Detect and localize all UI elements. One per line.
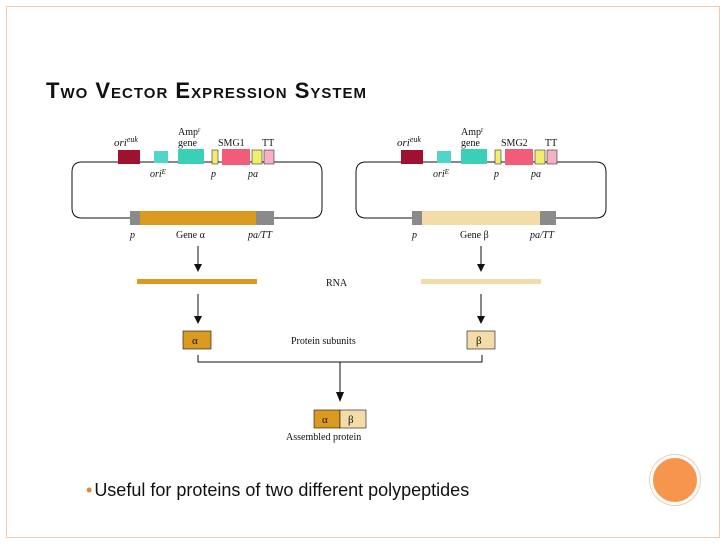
left-tt-cap — [256, 211, 274, 225]
right-tt-box — [546, 149, 558, 165]
left-p-box — [211, 149, 219, 165]
right-gene-beta-label: Gene β — [460, 230, 489, 241]
bullet-point: •Useful for proteins of two different po… — [86, 480, 469, 501]
right-smg-box — [505, 149, 533, 165]
right-gene-label: gene — [461, 138, 480, 149]
right-promoter-cap — [412, 211, 422, 225]
left-ori-e-label: oriE — [150, 168, 167, 180]
assembled-alpha-label: α — [322, 414, 328, 426]
left-gene-alpha-label: Gene α — [176, 230, 206, 241]
left-ori-euk-label: orieuk — [114, 135, 138, 149]
slide-frame — [6, 6, 720, 538]
right-beta-label: β — [476, 335, 482, 347]
left-gene-label: gene — [178, 138, 197, 149]
right-ori-e-label: oriE — [433, 168, 450, 180]
left-promoter-cap — [130, 211, 140, 225]
left-pa-label: pa — [247, 169, 258, 180]
left-ori-e-box — [154, 151, 168, 163]
left-rna-bar — [137, 279, 257, 284]
left-smg-label: SMG1 — [218, 138, 245, 149]
right-amp-box — [461, 149, 487, 164]
assembled-beta-label: β — [348, 414, 354, 426]
rna-label: RNA — [326, 278, 348, 289]
right-vector: orieuk Ampr gene SMG2 TT oriE p pa p Gen… — [355, 126, 607, 350]
left-pa-box — [251, 149, 263, 165]
left-alpha-label: α — [192, 335, 198, 347]
left-ori-euk-box — [118, 150, 140, 164]
left-p-label: p — [210, 169, 216, 180]
left-vector: orieuk Ampr gene SMG1 TT oriE p pa p Gen… — [71, 126, 323, 350]
assembly-connector — [197, 355, 483, 394]
assembled-protein-label: Assembled protein — [286, 432, 361, 443]
right-lower-p-label: p — [411, 230, 417, 241]
right-lower-pa-label: pa/TT — [529, 230, 555, 241]
right-p-label: p — [493, 169, 499, 180]
right-smg-label: SMG2 — [501, 138, 528, 149]
left-alpha-subunit — [182, 330, 212, 350]
right-tt-cap — [540, 211, 556, 225]
right-amp-label: Ampr — [461, 126, 484, 138]
right-pa-label: pa — [530, 169, 541, 180]
right-tt-label: TT — [545, 138, 557, 149]
protein-subunits-label: Protein subunits — [291, 336, 356, 347]
orange-circle-decoration — [650, 455, 700, 505]
assembled-beta-box — [339, 409, 367, 429]
left-smg-box — [222, 149, 250, 165]
slide-title: Two Vector Expression System — [46, 78, 368, 103]
left-tt-box — [263, 149, 275, 165]
bullet-text: Useful for proteins of two different pol… — [94, 480, 470, 500]
left-gene-alpha-bar — [140, 211, 256, 225]
right-plasmid-loop — [355, 161, 607, 219]
right-p-box — [494, 149, 502, 165]
right-ori-euk-box — [401, 150, 423, 164]
right-ori-euk-label: orieuk — [397, 135, 421, 149]
right-ori-e-box — [437, 151, 451, 163]
left-amp-label: Ampr — [178, 126, 201, 138]
assembly-arrowhead — [336, 392, 344, 402]
left-lower-p-label: p — [129, 230, 135, 241]
right-gene-beta-bar — [422, 211, 540, 225]
left-plasmid-loop — [71, 161, 323, 219]
bullet-dot-icon: • — [86, 480, 93, 500]
right-beta-subunit — [466, 330, 496, 350]
left-amp-box — [178, 149, 204, 164]
right-rna-bar — [421, 279, 541, 284]
right-pa-box — [534, 149, 546, 165]
left-lower-pa-label: pa/TT — [247, 230, 273, 241]
left-tt-label: TT — [262, 138, 274, 149]
